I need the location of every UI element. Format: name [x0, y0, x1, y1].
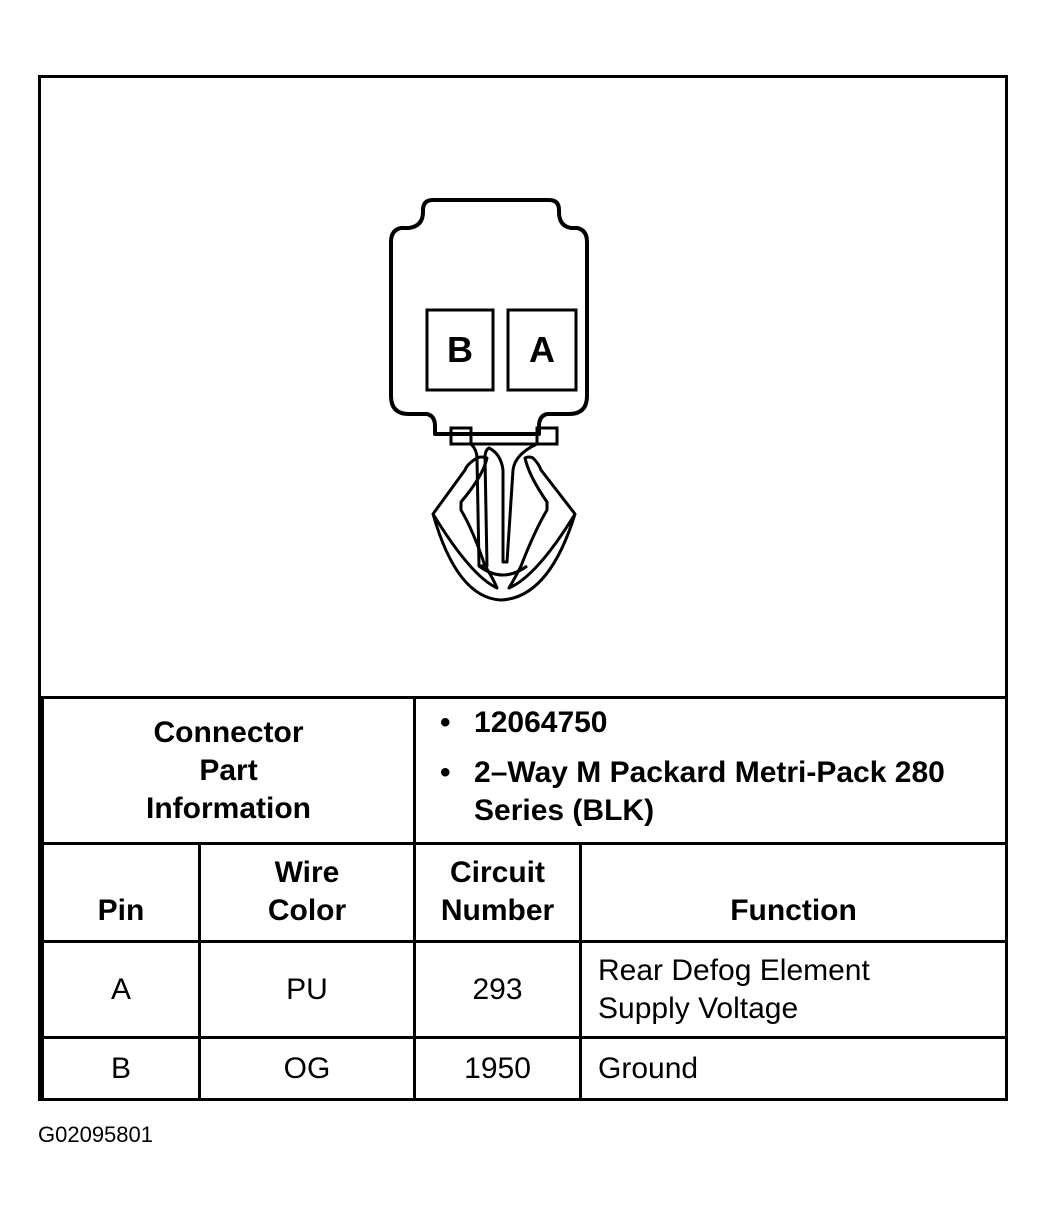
row-b-circuit-number: 1950: [413, 1036, 583, 1101]
push-pin-left-barb: [431, 455, 499, 590]
left-latch-tab: [449, 426, 473, 446]
cavity-b-box: [425, 308, 495, 392]
row-b-function: Ground: [579, 1036, 1009, 1101]
connector-diagram-frame: B A Connector Part Information 12064750 …: [38, 75, 1009, 1101]
header-function: Function: [579, 842, 1009, 943]
connector-illustration: B A: [41, 78, 1005, 696]
row-a-circuit-number: 293: [413, 940, 583, 1039]
part-number: 12064750: [440, 704, 1005, 742]
header-pin: Pin: [41, 842, 201, 943]
part-info-row: Connector Part Information 12064750 2–Wa…: [40, 696, 1009, 845]
push-pin-clip-outline: [469, 442, 539, 568]
connector-info-table: Connector Part Information 12064750 2–Wa…: [40, 696, 1009, 1101]
connector-type: 2–Way M Packard Metri-Pack 280 Series (B…: [440, 754, 1005, 830]
cavity-b-label: B: [447, 329, 473, 370]
row-a-pin: A: [41, 940, 201, 1039]
table-row: A PU 293 Rear Defog Element Supply Volta…: [41, 940, 1009, 1039]
push-pin-tip: [431, 513, 577, 602]
figure-id: G02095801: [38, 1122, 153, 1147]
right-latch-tab: [535, 426, 559, 446]
cavity-a-label: A: [529, 329, 555, 370]
part-info-label: Connector Part Information: [146, 715, 311, 825]
header-circuit-number: Circuit Number: [413, 842, 583, 943]
connector-housing-outline: [389, 198, 589, 436]
row-a-function: Rear Defog Element Supply Voltage: [579, 940, 1009, 1039]
row-b-wire-color: OG: [197, 1036, 417, 1101]
table-header-row: Pin Wire Color Circuit Number Function: [41, 842, 1009, 943]
connector-drawing: [389, 198, 589, 602]
header-wire-color: Wire Color: [197, 842, 417, 943]
cavity-a-box: [506, 308, 578, 392]
push-pin-tip-inner: [478, 564, 528, 577]
row-b-pin: B: [41, 1036, 201, 1101]
push-pin-right-barb: [507, 455, 577, 590]
row-a-wire-color: PU: [197, 940, 417, 1039]
part-info-label-cell: Connector Part Information: [40, 696, 417, 845]
part-info-list: 12064750 2–Way M Packard Metri-Pack 280 …: [416, 704, 1005, 830]
part-info-details-cell: 12064750 2–Way M Packard Metri-Pack 280 …: [413, 696, 1009, 845]
table-row: B OG 1950 Ground: [41, 1036, 1009, 1101]
